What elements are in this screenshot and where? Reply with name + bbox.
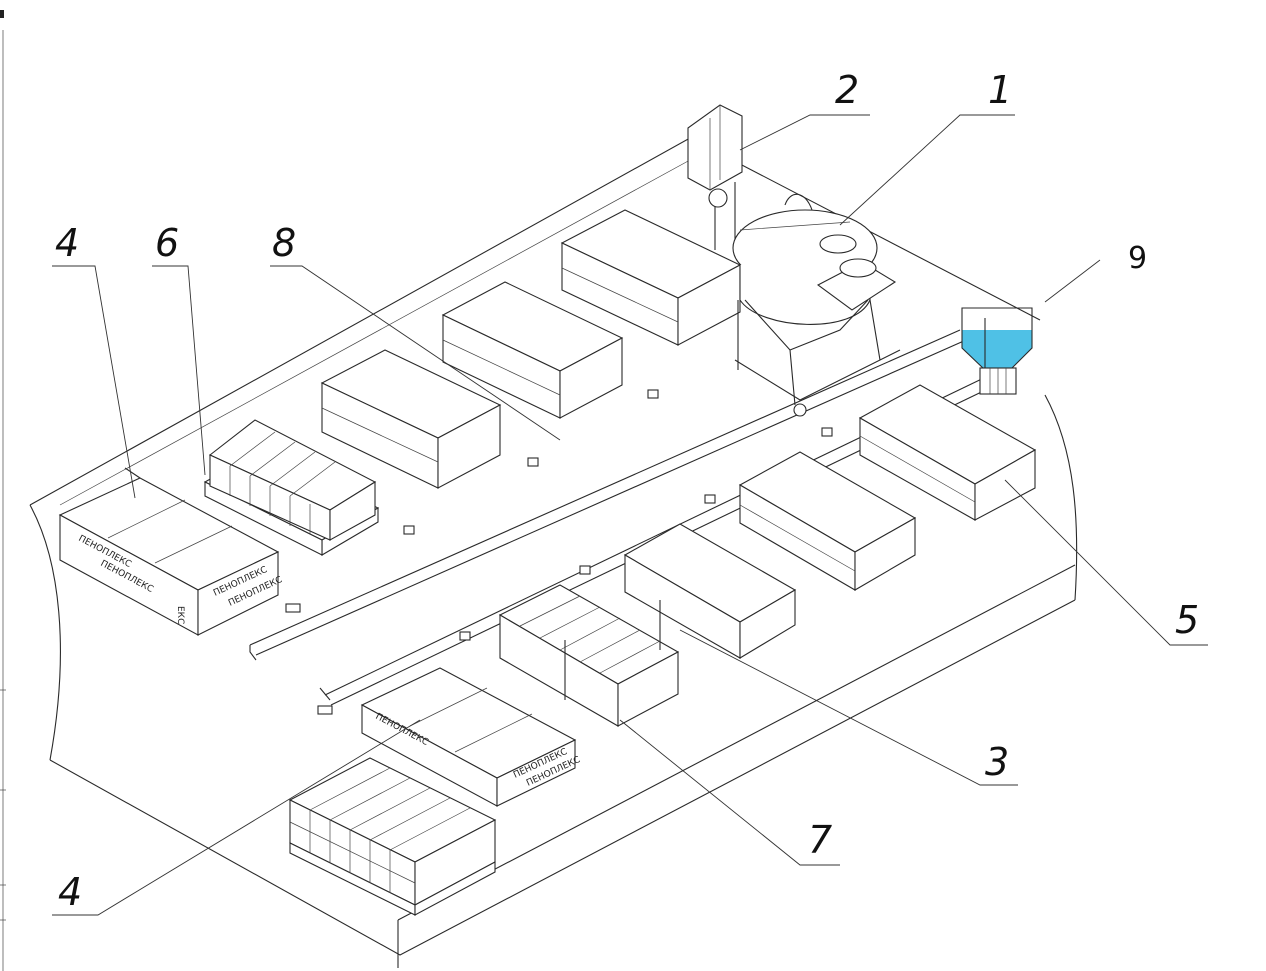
label-pallet-left: 4	[55, 221, 79, 265]
mold-upper-1	[560, 209, 742, 346]
label-pallet-bottom: 4	[58, 870, 82, 914]
label-water-tank: 9	[1128, 241, 1147, 276]
label-slab-large: 3	[985, 740, 1009, 784]
sheet-frame	[0, 10, 6, 971]
blocks-row	[203, 419, 380, 556]
mold-upper-3	[320, 349, 502, 489]
label-tank: 1	[988, 68, 1012, 112]
label-mold-right: 5	[1175, 598, 1199, 642]
block-stack	[288, 757, 497, 916]
rail-upper	[249, 329, 967, 661]
water-tank	[961, 307, 1033, 395]
label-control-box: 2	[835, 68, 859, 112]
mold-lower-2	[738, 451, 917, 591]
rail-fittings	[285, 389, 833, 715]
callouts: 1 2 9 4 6 8 5 3 7 4	[55, 68, 1199, 914]
label-cut-mold: 7	[808, 818, 832, 862]
label-blocks-row: 6	[155, 221, 179, 265]
slab-large	[623, 523, 797, 659]
mold-upper-2	[441, 281, 624, 419]
pallet-left: ПЕНОПЛЕКС ПЕНОПЛЕКС ПЕНОПЛЕКС ПЕНОПЛЕКС …	[58, 467, 284, 636]
label-rail: 8	[272, 221, 296, 265]
leader-lines	[52, 114, 1208, 916]
pallet-bottom: ПЕНОПЛЕКС ПЕНОПЛЕКС ПЕНОПЛЕКС	[360, 667, 582, 807]
cut-mold	[498, 584, 680, 727]
control-box	[687, 104, 743, 250]
pallet-left-text-partial: ЕКС	[175, 606, 185, 624]
mold-right	[858, 384, 1037, 521]
foam-tank	[732, 193, 901, 417]
